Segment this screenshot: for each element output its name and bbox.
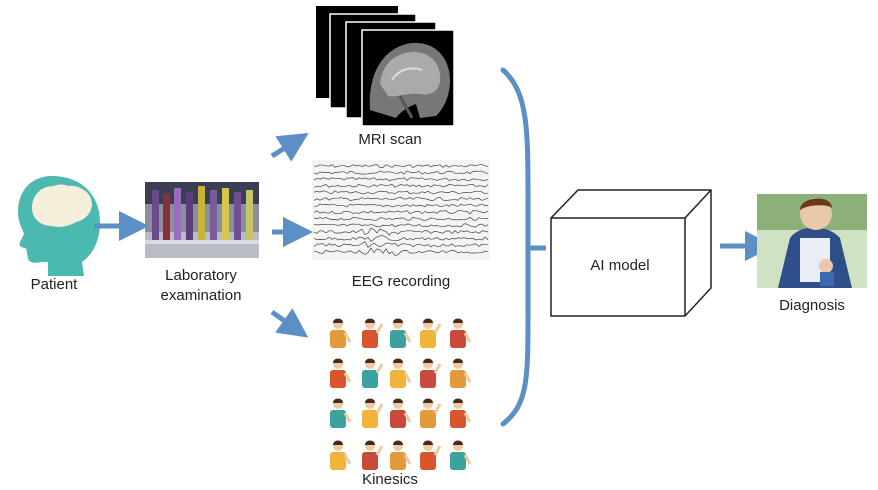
kinesics-figure <box>390 358 412 388</box>
eeg-trace-line <box>313 196 489 201</box>
laboratory-photo <box>145 182 259 258</box>
kinesics-figures <box>330 318 472 470</box>
kinesics-figure <box>450 358 472 388</box>
eeg-trace-line <box>313 235 489 242</box>
kinesics-figure <box>450 398 472 428</box>
label-laboratory: Laboratory examination <box>160 267 242 304</box>
kinesics-figure <box>330 440 352 470</box>
patient-head-icon <box>18 176 100 276</box>
eeg-trace-line <box>313 164 489 169</box>
kinesics-figure <box>420 440 442 470</box>
kinesics-figure <box>420 398 442 428</box>
eeg-trace-line <box>313 177 489 182</box>
kinesics-figure <box>450 440 472 470</box>
kinesics-figure <box>362 398 384 428</box>
kinesics-figure <box>362 440 384 470</box>
arrow-lab-to-kinesics <box>270 308 309 338</box>
eeg-trace-line <box>313 170 489 175</box>
eeg-trace-line <box>313 210 489 215</box>
eeg-trace-line <box>313 223 489 228</box>
label-diagnosis: Diagnosis <box>779 297 845 314</box>
kinesics-figure <box>362 318 384 348</box>
label-eeg: EEG recording <box>351 273 451 290</box>
eeg-trace-line <box>313 190 489 195</box>
kinesics-figure <box>330 318 352 348</box>
eeg-trace-line <box>313 216 489 221</box>
arrow-lab-to-mri <box>270 133 309 162</box>
kinesics-figure <box>420 358 442 388</box>
kinesics-figure <box>390 398 412 428</box>
kinesics-figure <box>330 358 352 388</box>
eeg-recording-traces <box>312 160 490 260</box>
eeg-trace-line <box>313 183 489 188</box>
eeg-trace-line <box>313 241 489 248</box>
kinesics-figure <box>362 358 384 388</box>
kinesics-figure <box>330 398 352 428</box>
ai-model-box <box>550 189 712 317</box>
kinesics-figure <box>420 318 442 348</box>
mri-scan-images <box>316 6 455 127</box>
eeg-trace-line <box>313 247 489 256</box>
brain-icon <box>32 184 92 227</box>
kinesics-figure <box>450 318 472 348</box>
label-kinesics: Kinesics <box>362 471 418 488</box>
eeg-trace-line <box>313 227 489 236</box>
diagnosis-illustration <box>757 194 867 288</box>
merge-brace <box>500 67 546 427</box>
label-patient: Patient <box>30 276 78 293</box>
eeg-trace-line <box>313 203 489 208</box>
kinesics-figure <box>390 318 412 348</box>
label-mri: MRI scan <box>358 131 422 148</box>
kinesics-figure <box>390 440 412 470</box>
label-ai-model: AI model <box>590 257 650 274</box>
